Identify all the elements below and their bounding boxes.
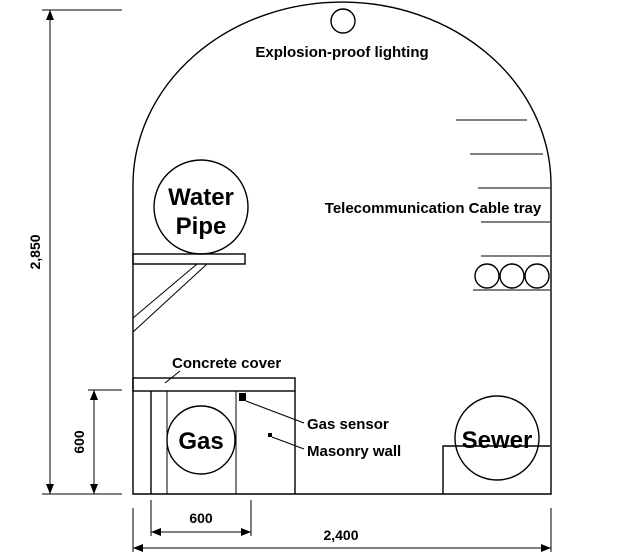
sewer-pipe-label: Sewer [462, 427, 533, 454]
dimension-width-gas [150, 500, 252, 536]
height-total-label: 2,850 [27, 234, 43, 269]
cable-tray-label: Telecommunication Cable tray [325, 200, 542, 217]
dimension-width-total [132, 508, 552, 552]
sewer-pipe [454, 395, 540, 481]
height-gas-label: 600 [71, 430, 87, 454]
gas-sensor-leader [245, 400, 305, 424]
sewer-base [442, 445, 550, 494]
water-pipe-label-line2: Pipe [176, 213, 227, 240]
water-pipe-brace [132, 263, 208, 333]
dimension-height-total [42, 9, 122, 495]
dimension-height-gas [88, 389, 122, 494]
masonry-wall-leader [271, 436, 305, 450]
tunnel-outline [132, 1, 552, 495]
concrete-cover [132, 377, 296, 392]
masonry-wall-marker [268, 433, 272, 437]
concrete-cover-label: Concrete cover [172, 355, 281, 372]
cables [474, 263, 550, 289]
gas-pipe [166, 405, 236, 475]
gas-pipe-label: Gas [178, 428, 223, 455]
width-total-label: 2,400 [323, 527, 358, 543]
lighting-fixture [330, 8, 356, 34]
width-gas-label: 600 [189, 510, 213, 526]
lighting-label: Explosion-proof lighting [255, 44, 428, 61]
masonry-wall-label: Masonry wall [307, 443, 401, 460]
gas-sensor [239, 393, 246, 401]
gas-sensor-label: Gas sensor [307, 416, 389, 433]
water-pipe-label-line1: Water [168, 184, 234, 211]
water-pipe-bracket [132, 253, 246, 265]
concrete-cover-leader [164, 370, 181, 384]
cable-tray-shelves [456, 119, 550, 291]
